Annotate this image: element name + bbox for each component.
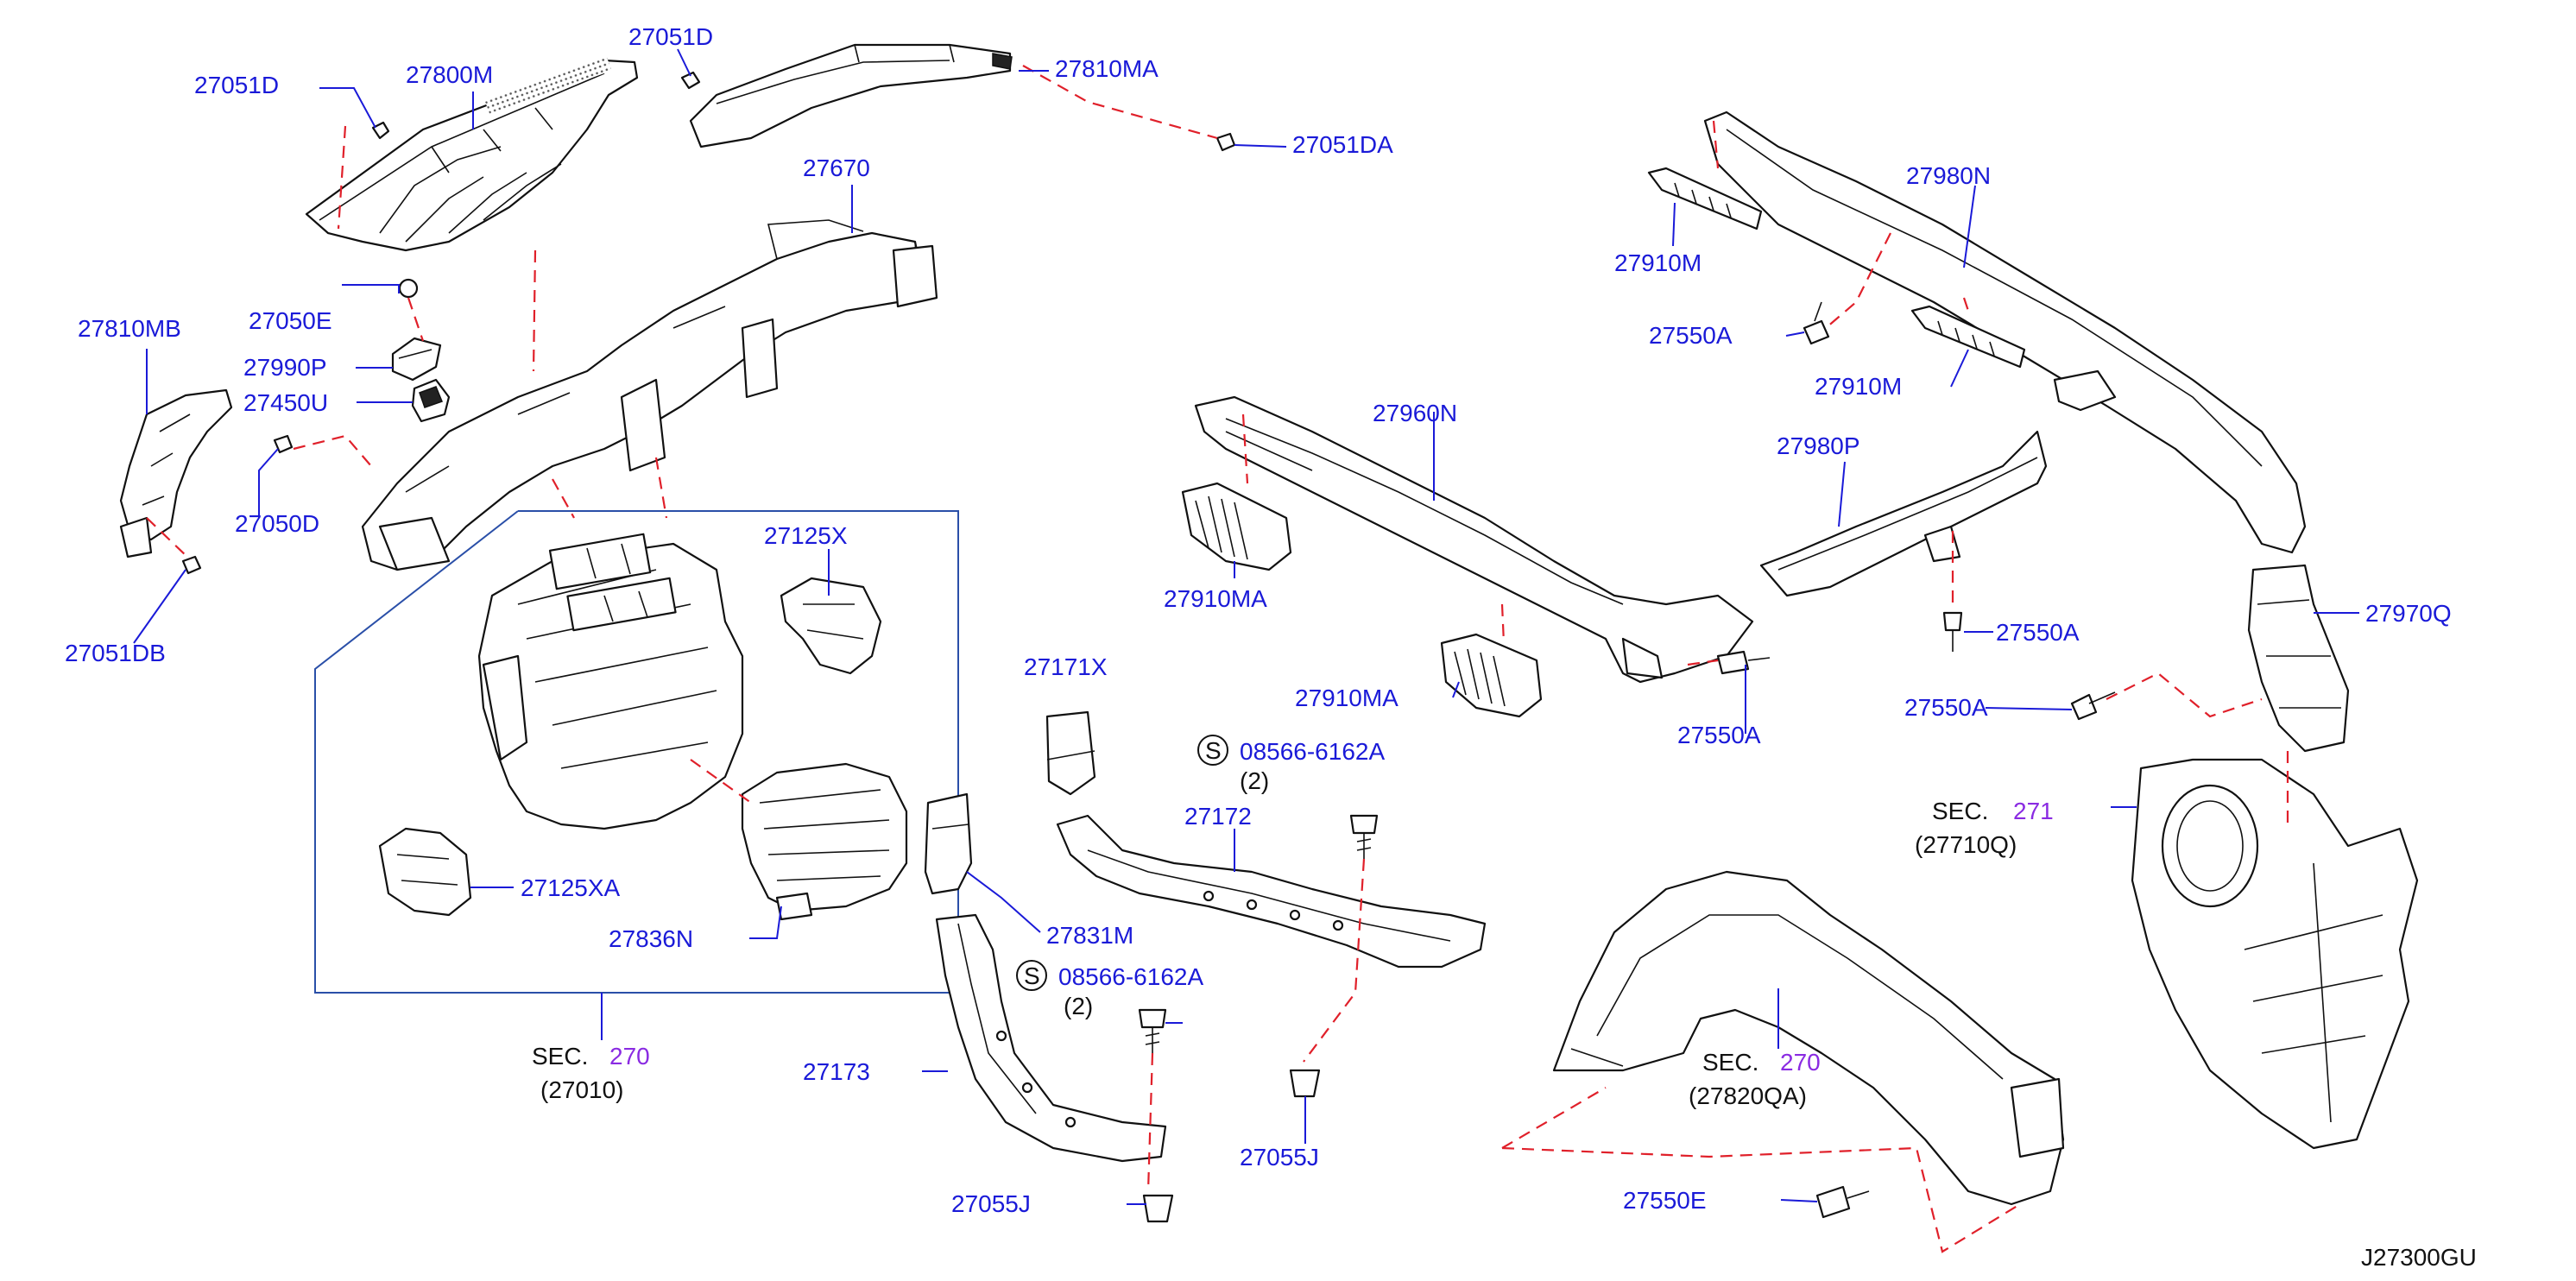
- clip-27055j-a-part: [1142, 1194, 1174, 1223]
- sec-270-b-prefix: SEC.: [1702, 1049, 1758, 1076]
- bolt-27550a-c-part: [1942, 611, 1963, 652]
- label-27050e: 27050E: [249, 307, 332, 334]
- label-27550a-c: 27550A: [1996, 619, 2080, 646]
- label-27550a-d: 27550A: [1904, 694, 1988, 721]
- label-27910m-b: 27910M: [1815, 373, 1902, 400]
- vent-27910m-a-part: [1647, 167, 1763, 230]
- screw-27051da-part: [1215, 132, 1236, 152]
- label-08566-a: 08566-6162A: [1240, 738, 1385, 765]
- actuator-27125xa-part: [378, 827, 472, 917]
- sec-271-prefix: SEC.: [1932, 798, 1988, 824]
- duct-27980n-part: [1703, 110, 2307, 554]
- label-08566-b: 08566-6162A: [1058, 963, 1203, 990]
- bolt-27550a-b-part: [1803, 301, 1830, 345]
- label-27990p: 27990P: [243, 354, 327, 381]
- s-symbol-b: [1016, 960, 1047, 991]
- sensor-27450u-part: [411, 378, 451, 423]
- duct-27810ma-part: [689, 43, 1013, 148]
- label-27051da: 27051DA: [1292, 131, 1393, 158]
- label-27980n: 27980N: [1906, 162, 1991, 189]
- label-27051d-b: 27051D: [628, 23, 713, 50]
- actuator-27125x-part: [780, 577, 882, 675]
- clip-27050e-part: [398, 278, 419, 299]
- label-27550a-a: 27550A: [1677, 722, 1761, 748]
- sec-271-num: 271: [2013, 798, 2054, 824]
- label-27172: 27172: [1184, 803, 1252, 830]
- label-27050d: 27050D: [235, 510, 319, 537]
- duct-27960n-part: [1194, 395, 1754, 684]
- bolt-08566-a-part: [1349, 814, 1379, 859]
- label-08566-b-qty: (2): [1064, 993, 1093, 1019]
- floor-duct-27173-part: [935, 913, 1167, 1163]
- label-27055j-a: 27055J: [951, 1190, 1031, 1217]
- label-27910ma-a: 27910MA: [1164, 585, 1267, 612]
- label-27051d-a: 27051D: [194, 72, 279, 98]
- label-27836n: 27836N: [609, 925, 693, 952]
- label-27125x: 27125X: [764, 522, 848, 549]
- floor-duct-27172-part: [1056, 814, 1487, 969]
- vent-27910ma-a-part: [1181, 482, 1292, 571]
- bolt-27550a-d-part: [2070, 691, 2116, 721]
- defroster-nozzle-27800m-part: [305, 55, 639, 252]
- hvac-unit-group-outline: [314, 510, 959, 994]
- sec-270-b-num: 270: [1780, 1049, 1821, 1076]
- label-27910ma-b: 27910MA: [1295, 685, 1398, 711]
- side-duct-27810mb-part: [119, 388, 233, 558]
- label-27980p: 27980P: [1777, 432, 1860, 459]
- label-27125xa: 27125XA: [521, 874, 621, 901]
- label-27550e: 27550E: [1623, 1187, 1707, 1214]
- sec-270-a-num: 270: [609, 1043, 650, 1070]
- label-27450u: 27450U: [243, 389, 328, 416]
- label-27055j-b: 27055J: [1240, 1144, 1319, 1171]
- screw-27051db-part: [181, 555, 202, 575]
- label-27831m: 27831M: [1046, 922, 1133, 949]
- label-27550a-b: 27550A: [1649, 322, 1733, 349]
- blower-housing-271-part: [2131, 758, 2419, 1150]
- label-27171x: 27171X: [1024, 653, 1108, 680]
- sec-271-sub: (27710Q): [1915, 831, 2017, 858]
- blower-unit-27836n-part: [741, 762, 908, 921]
- bracket-27990p-part: [391, 337, 442, 382]
- label-27051db: 27051DB: [65, 640, 166, 666]
- diagram-code: J27300GU: [2361, 1244, 2477, 1271]
- hvac-unit-part: [477, 533, 744, 830]
- bolt-27550e-part: [1815, 1185, 1870, 1219]
- label-27970q: 27970Q: [2365, 600, 2452, 627]
- duct-27171x-part: [1045, 710, 1096, 796]
- s-symbol-a-text: S: [1205, 737, 1222, 764]
- sec-270-b-sub: (27820QA): [1689, 1082, 1807, 1109]
- duct-27980p-part: [1759, 430, 2048, 597]
- sec-270-a-sub: (27010): [540, 1076, 624, 1103]
- center-duct-27670-part: [361, 219, 938, 571]
- screw-27050d-part: [273, 434, 294, 454]
- label-27960n: 27960N: [1373, 400, 1457, 426]
- leader-lines: [133, 48, 2359, 1205]
- large-duct-27820qa-part: [1552, 870, 2065, 1206]
- s-symbol-a: [1197, 735, 1228, 766]
- sec-270-a-prefix: SEC.: [532, 1043, 588, 1070]
- s-symbol-b-text: S: [1024, 962, 1040, 989]
- clip-27055j-b-part: [1289, 1069, 1321, 1098]
- label-27173: 27173: [803, 1058, 870, 1085]
- duct-27970q-part: [2247, 564, 2350, 753]
- vent-27910ma-b-part: [1440, 633, 1543, 718]
- label-27670: 27670: [803, 155, 870, 181]
- bolt-08566-b-part: [1138, 1008, 1167, 1053]
- label-27800m: 27800M: [406, 61, 493, 88]
- vent-27910m-b-part: [1910, 305, 2026, 369]
- duct-27831m-part: [924, 792, 973, 895]
- dashed-links: [146, 65, 2289, 1253]
- screw-27051d-a-part: [371, 121, 390, 140]
- label-08566-a-qty: (2): [1240, 767, 1269, 794]
- label-27810ma: 27810MA: [1055, 55, 1159, 82]
- bolt-27550a-a-part: [1716, 650, 1771, 675]
- label-27810mb: 27810MB: [78, 315, 181, 342]
- label-27910m-a: 27910M: [1614, 249, 1702, 276]
